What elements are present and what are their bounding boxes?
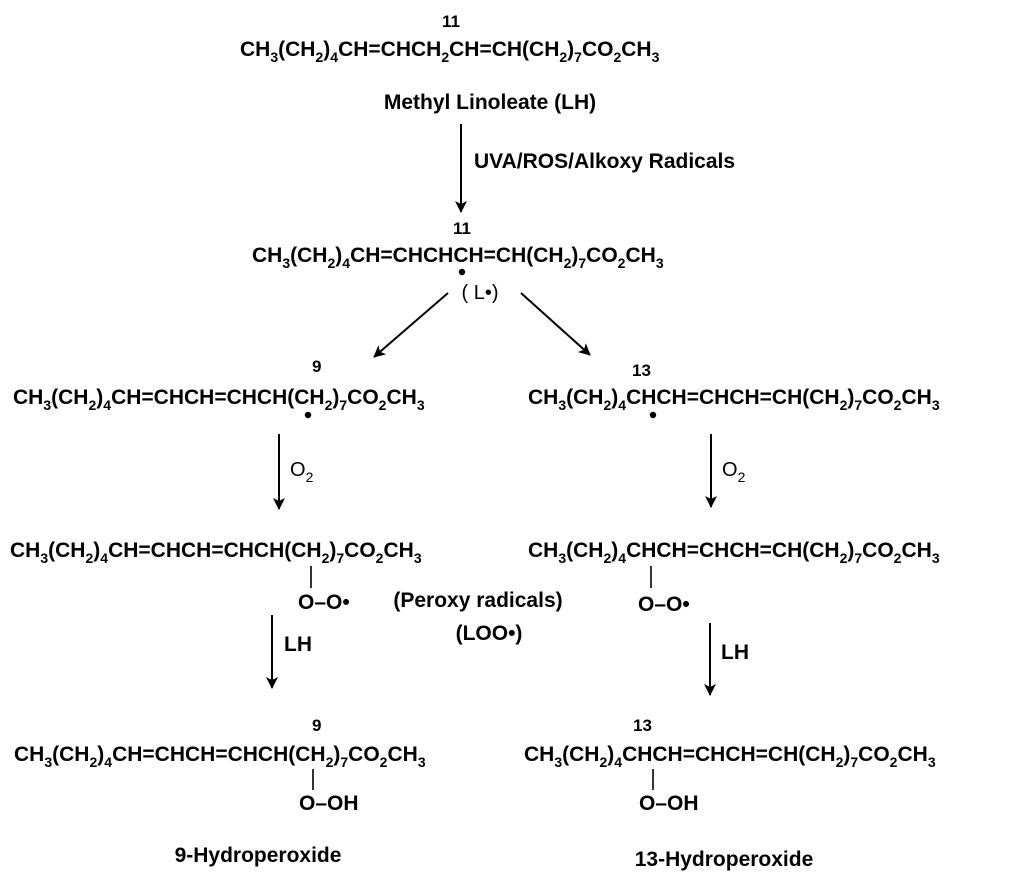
right-product-name: 13-Hydroperoxide [635, 848, 814, 871]
left-o2-label: O2 [290, 459, 314, 485]
left-lh-label: LH [284, 633, 312, 656]
branch-left-arrow [373, 292, 449, 358]
right-radical-dot [649, 411, 657, 419]
left-radical-formula: CH3(CH2)4CH=CHCH=CHCH(CH2)7CO2CH3 [13, 386, 425, 413]
right-o2-label: O2 [722, 459, 746, 485]
right-radical-formula: CH3(CH2)4CHCH=CHCH=CH(CH2)7CO2CH3 [528, 386, 940, 413]
right-peroxy-group: O–O• [638, 593, 690, 616]
left-peroxy-group: O–O• [298, 591, 350, 614]
right-lh-label: LH [721, 641, 749, 664]
left-product-group: O–OH [299, 792, 359, 815]
radical-formula: CH3(CH2)4CH=CHCHCH=CH(CH2)7CO2CH3 [252, 244, 664, 271]
left-product-formula: CH3(CH2)4CH=CHCH=CHCH(CH2)7CO2CH3 [14, 743, 426, 770]
right-product-group: O–OH [639, 792, 699, 815]
left-product-carbon-number: 9 [312, 716, 321, 735]
left-radical-carbon-number: 9 [312, 357, 321, 376]
left-radical-dot [304, 411, 312, 419]
reactant-name: Methyl Linoleate (LH) [384, 91, 596, 114]
left-peroxy-formula: CH3(CH2)4CH=CHCH=CHCH(CH2)7CO2CH3 [10, 539, 422, 566]
radical-dot [458, 268, 466, 276]
reactant-formula: CH3(CH2)4CH=CHCH2CH=CH(CH2)7CO2CH3 [240, 38, 660, 65]
right-peroxy-formula: CH3(CH2)4CHCH=CHCH=CH(CH2)7CO2CH3 [528, 539, 940, 566]
radical-label: ( L•) [461, 282, 498, 304]
right-radical-carbon-number: 13 [632, 361, 651, 380]
peroxy-note-line2: (LOO•) [456, 622, 523, 645]
radical-carbon-number: 11 [453, 219, 471, 238]
branch-right-arrow [520, 292, 591, 356]
peroxy-note-line1: (Peroxy radicals) [393, 589, 562, 612]
step1-reagent-label: UVA/ROS/Alkoxy Radicals [474, 150, 735, 173]
left-product-name: 9-Hydroperoxide [175, 844, 342, 867]
right-product-formula: CH3(CH2)4CHCH=CHCH=CH(CH2)7CO2CH3 [524, 743, 936, 770]
reactant-carbon-number: 11 [442, 12, 460, 31]
right-product-carbon-number: 13 [633, 716, 652, 735]
